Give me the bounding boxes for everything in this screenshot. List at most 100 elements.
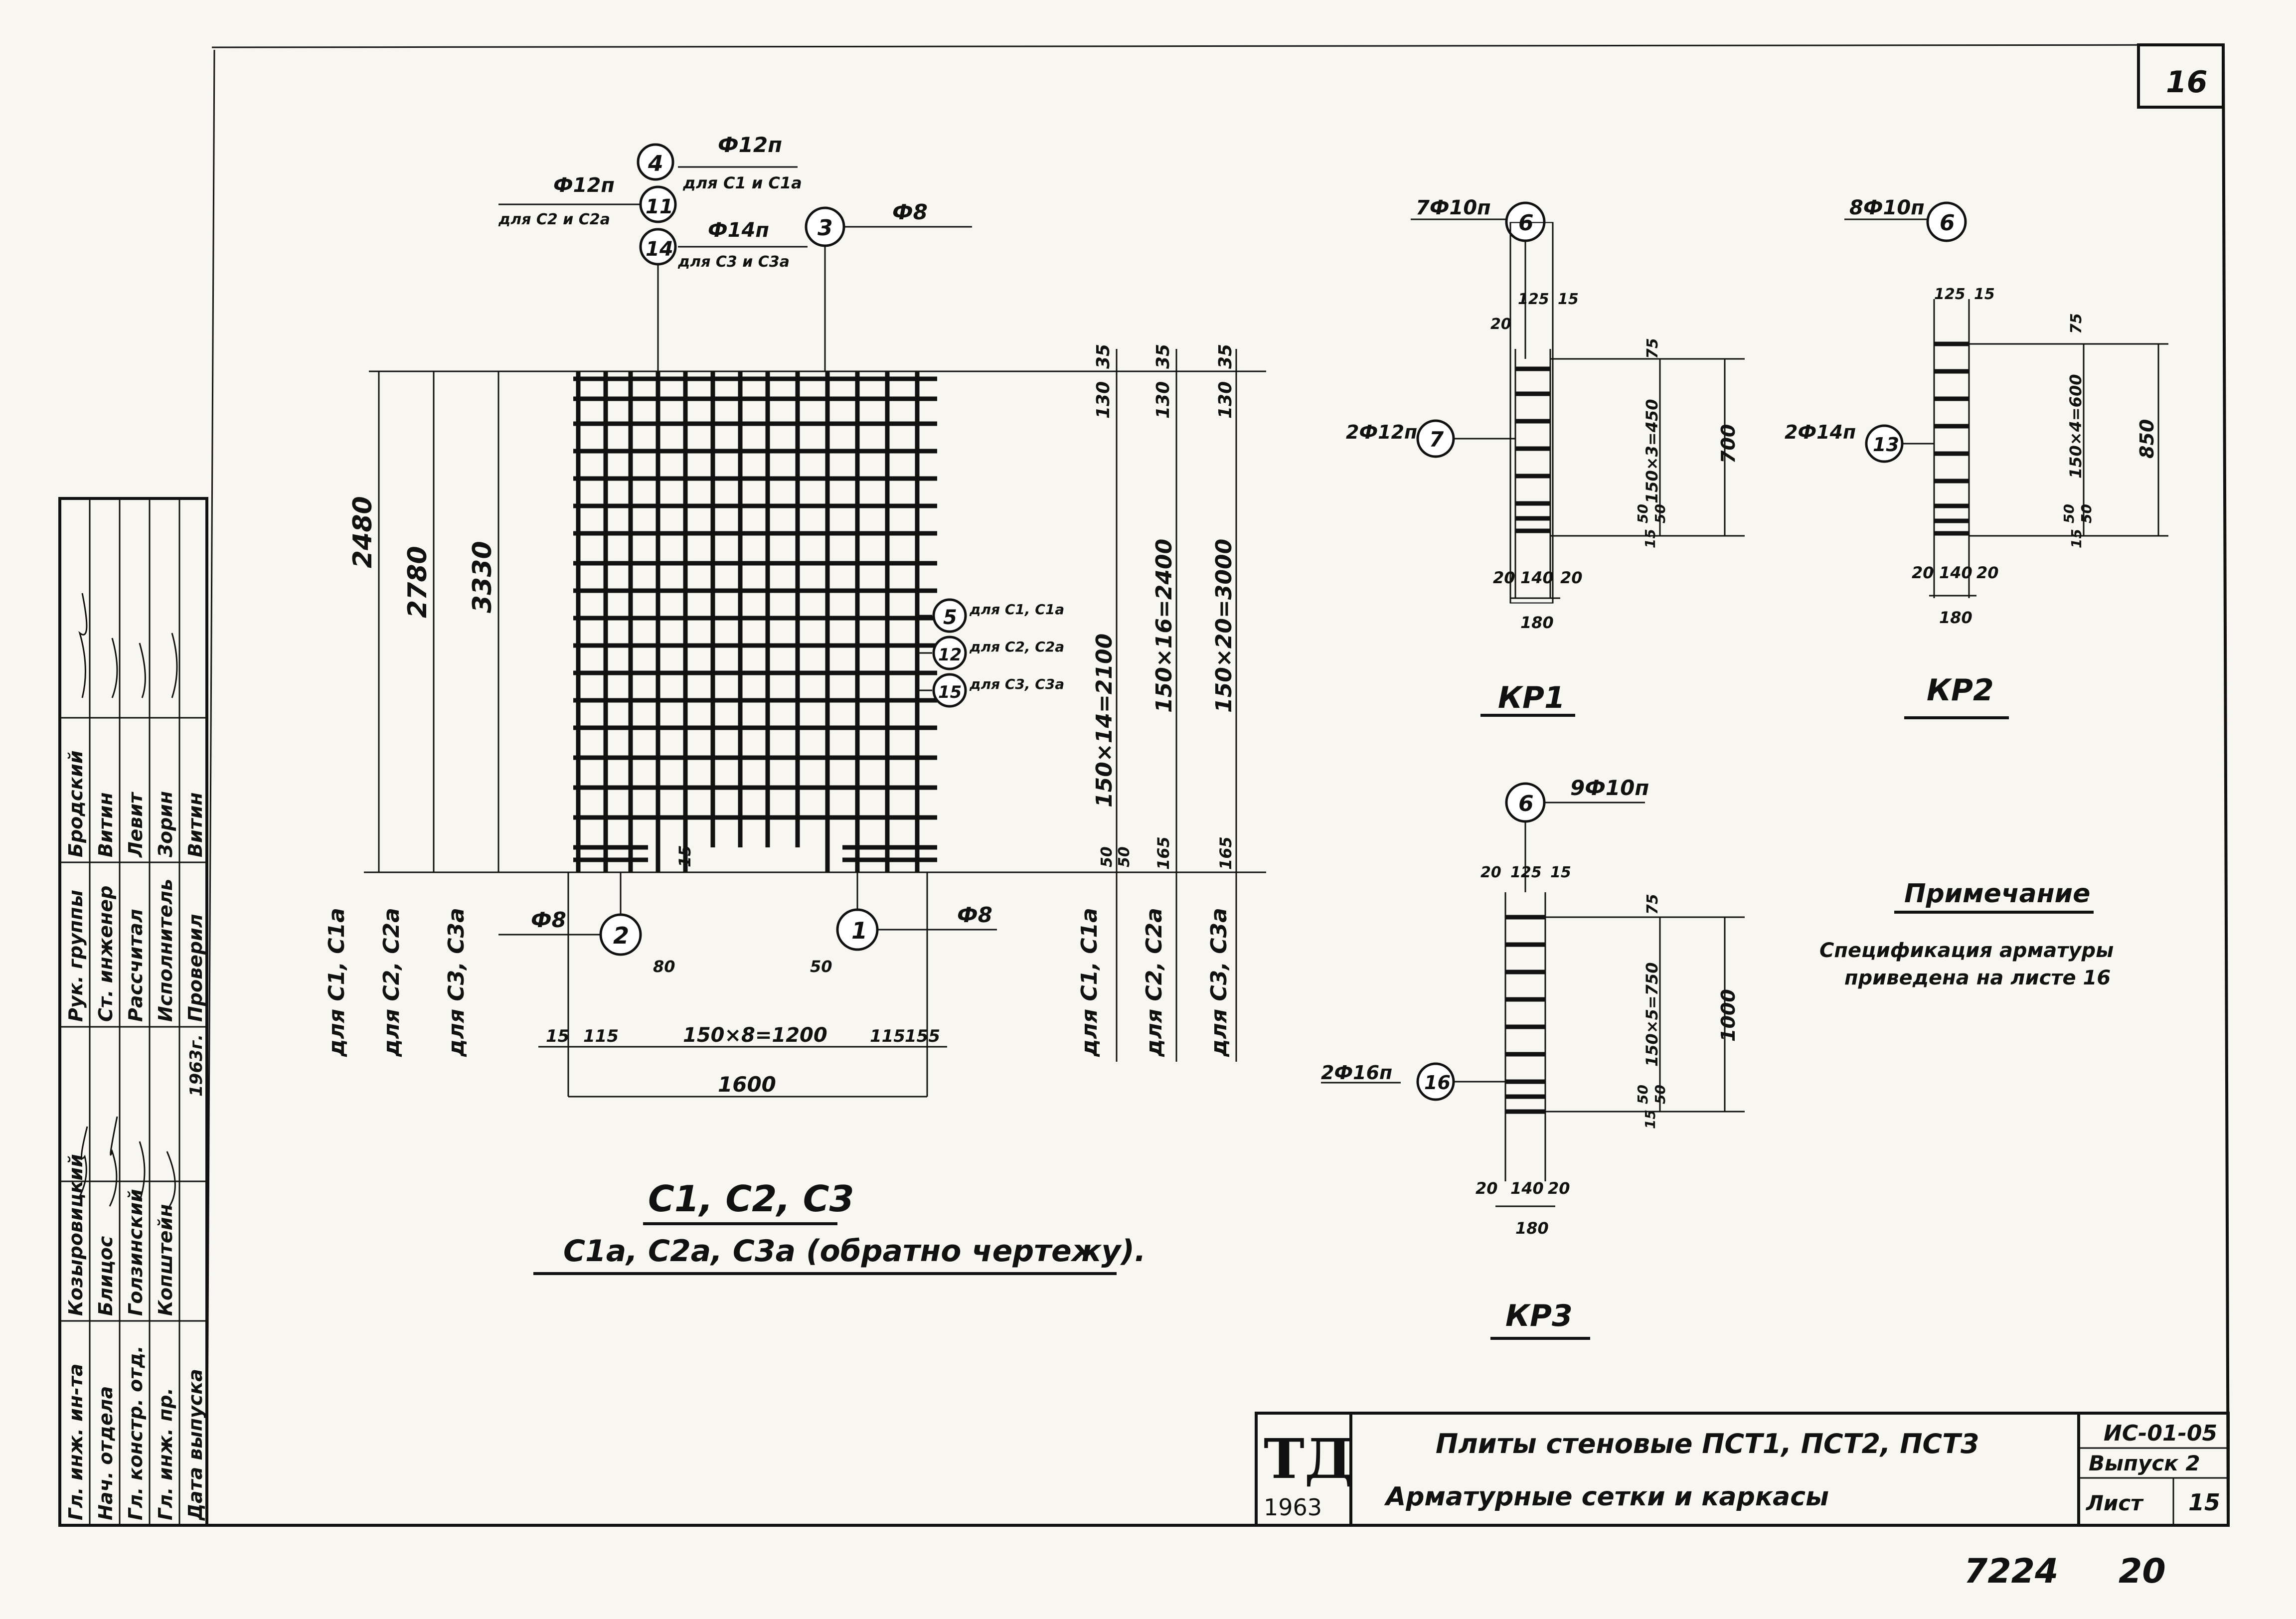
kr3-spacing: 150×5=750 [1642,963,1661,1067]
dim-80: 80 [653,957,675,976]
title-block: ТД 1963 Плиты стеновые ПСТ1, ПСТ2, ПСТ3 … [1255,1412,2230,1527]
svg-text:15: 15 [1558,291,1579,308]
stamp-year: 1963 [1264,1494,1322,1521]
stamp-title-2: Арматурные сетки и каркасы [1384,1482,1829,1512]
svg-text:6: 6 [1518,791,1534,816]
dim-top-130c: 130 [1215,381,1236,419]
callout-14-label: Ф14п [708,219,769,242]
archive-number: 7224 [1964,1552,2058,1591]
svg-text:15: 15 [938,682,962,702]
svg-text:20: 20 [1548,1179,1570,1198]
kr2-mark-6 [1926,201,1967,242]
kr3-mark-6 [1505,782,1546,823]
callout-group-bottom: 2 Ф8 1 Ф8 [498,872,997,956]
callout-11-label: Ф12п [553,174,615,197]
svg-text:180: 180 [1520,613,1554,632]
svg-text:50: 50 [1652,504,1668,523]
sheet-number-top: 16 [2166,65,2208,100]
svg-text:140: 140 [1520,568,1554,587]
dim-bot-15: 15 [546,1026,569,1046]
svg-text:6: 6 [1940,210,1955,236]
svg-text:7: 7 [1429,427,1444,452]
dim-bot-155: 155 [905,1026,940,1046]
appr-name-9: Зорин [155,791,176,858]
appr-role-10: Проверил [184,914,206,1022]
label-left-c2: для С2, С2а [379,908,404,1057]
dim-50: 50 [810,957,832,976]
callout-11-note: для С2 и С2а [498,211,610,228]
dim-15: 15 [675,845,694,867]
svg-text:3: 3 [818,215,833,241]
kr2-spacing: 150×4=600 [2066,374,2085,479]
dim-top-130b: 130 [1153,381,1173,419]
dim-right-1: 150×14=2100 [1092,634,1117,808]
svg-text:15: 15 [1642,529,1658,548]
dim-2480: 2480 [348,496,378,568]
dim-top-35a: 35 [1093,344,1114,369]
mark-12 [932,636,967,670]
callout-5-label: для С1, С1а [969,601,1064,618]
svg-text:50: 50 [1635,504,1651,523]
logo-td: ТД [1264,1427,1353,1491]
svg-text:1: 1 [851,917,867,944]
mesh-title: С1, С2, С3 [648,1178,854,1220]
svg-text:140: 140 [1939,563,1972,582]
kr1-spacing: 150×3=450 [1642,399,1661,503]
svg-text:5: 5 [943,606,957,629]
label-left-c1: для С1, С1а [324,908,349,1057]
dim-50a: 50 [1098,846,1116,867]
svg-text:180: 180 [1515,1219,1549,1238]
dim-top-35b: 35 [1153,344,1173,369]
kr3-bars-top: 9Ф10п [1570,776,1649,800]
stamp-sheet-value: 15 [2188,1489,2220,1516]
label-left-c3: для С3, С3а [444,908,469,1057]
appr-name-10: Витин [184,793,206,858]
kr1-bars-side: 2Ф12п [1346,421,1417,443]
svg-text:125: 125 [1518,291,1549,308]
svg-text:180: 180 [1939,608,1972,627]
callout-4-label: Ф12п [718,133,782,157]
svg-text:75: 75 [1644,338,1661,359]
appr-name-4: Копштейн [155,1204,176,1316]
appr-name-7: Витин [95,793,117,858]
stamp-series: ИС-01-05 [2104,1421,2217,1446]
callout-2-label: Ф8 [531,908,566,932]
dim-165a: 165 [1154,836,1173,870]
callout-group-middle: 5 для С1, С1а 12 для С2, С2а 15 для С3, … [917,598,1064,708]
dim-bot-115b: 115 [870,1026,905,1046]
mesh-vertical-bars [576,371,920,872]
stamp-sheet-label: Лист [2085,1491,2144,1515]
frame-kr3: 6 9Ф10п 2Ф16п 16 1000 150×5=750 75 50 50 [1321,776,1745,1340]
dim-top-35c: 35 [1215,344,1236,369]
kr2-height: 850 [2136,419,2158,459]
svg-text:50: 50 [2078,504,2095,523]
svg-text:15: 15 [1642,1110,1658,1129]
appr-name-3: Голзинский [125,1189,147,1316]
mesh-horizontal-bars [573,376,937,862]
kr3-height: 1000 [1717,989,1739,1042]
appr-role-4: Гл. инж. пр. [155,1388,176,1520]
label-right-c1: для С1, С1а [1077,908,1102,1057]
dim-bot-1200: 150×8=1200 [683,1024,827,1047]
svg-text:125: 125 [1510,864,1542,881]
callout-12-label: для С2, С2а [969,639,1064,655]
dim-bot-115a: 115 [583,1026,619,1046]
svg-text:12: 12 [938,645,962,665]
appr-role-9: Исполнитель [155,879,176,1022]
dim-165b: 165 [1216,836,1235,870]
callout-4-note: для С1 и С1а [682,173,802,192]
callout-14-note: для С3 и С3а [677,253,790,271]
appr-name-2: Блицос [95,1236,117,1316]
appr-role-2: Нач. отдела [95,1386,117,1520]
svg-text:20: 20 [1560,568,1583,587]
dim-top-130a: 130 [1093,381,1114,419]
kr1-height: 700 [1717,424,1739,464]
mark-4 [637,143,674,181]
svg-text:15: 15 [2068,529,2085,548]
mesh-subtitle: С1а, С2а, С3а (обратно чертежу). [563,1234,1146,1269]
note-block: Примечание Спецификация арматуры приведе… [1819,879,2114,989]
frame-kr2: 8Ф10п 6 2Ф14п 13 850 150×4=600 75 50 50 … [1785,196,2168,719]
appr-role-1: Гл. инж. ин-та [65,1364,87,1520]
appr-role-6: Рук. группы [65,890,87,1022]
